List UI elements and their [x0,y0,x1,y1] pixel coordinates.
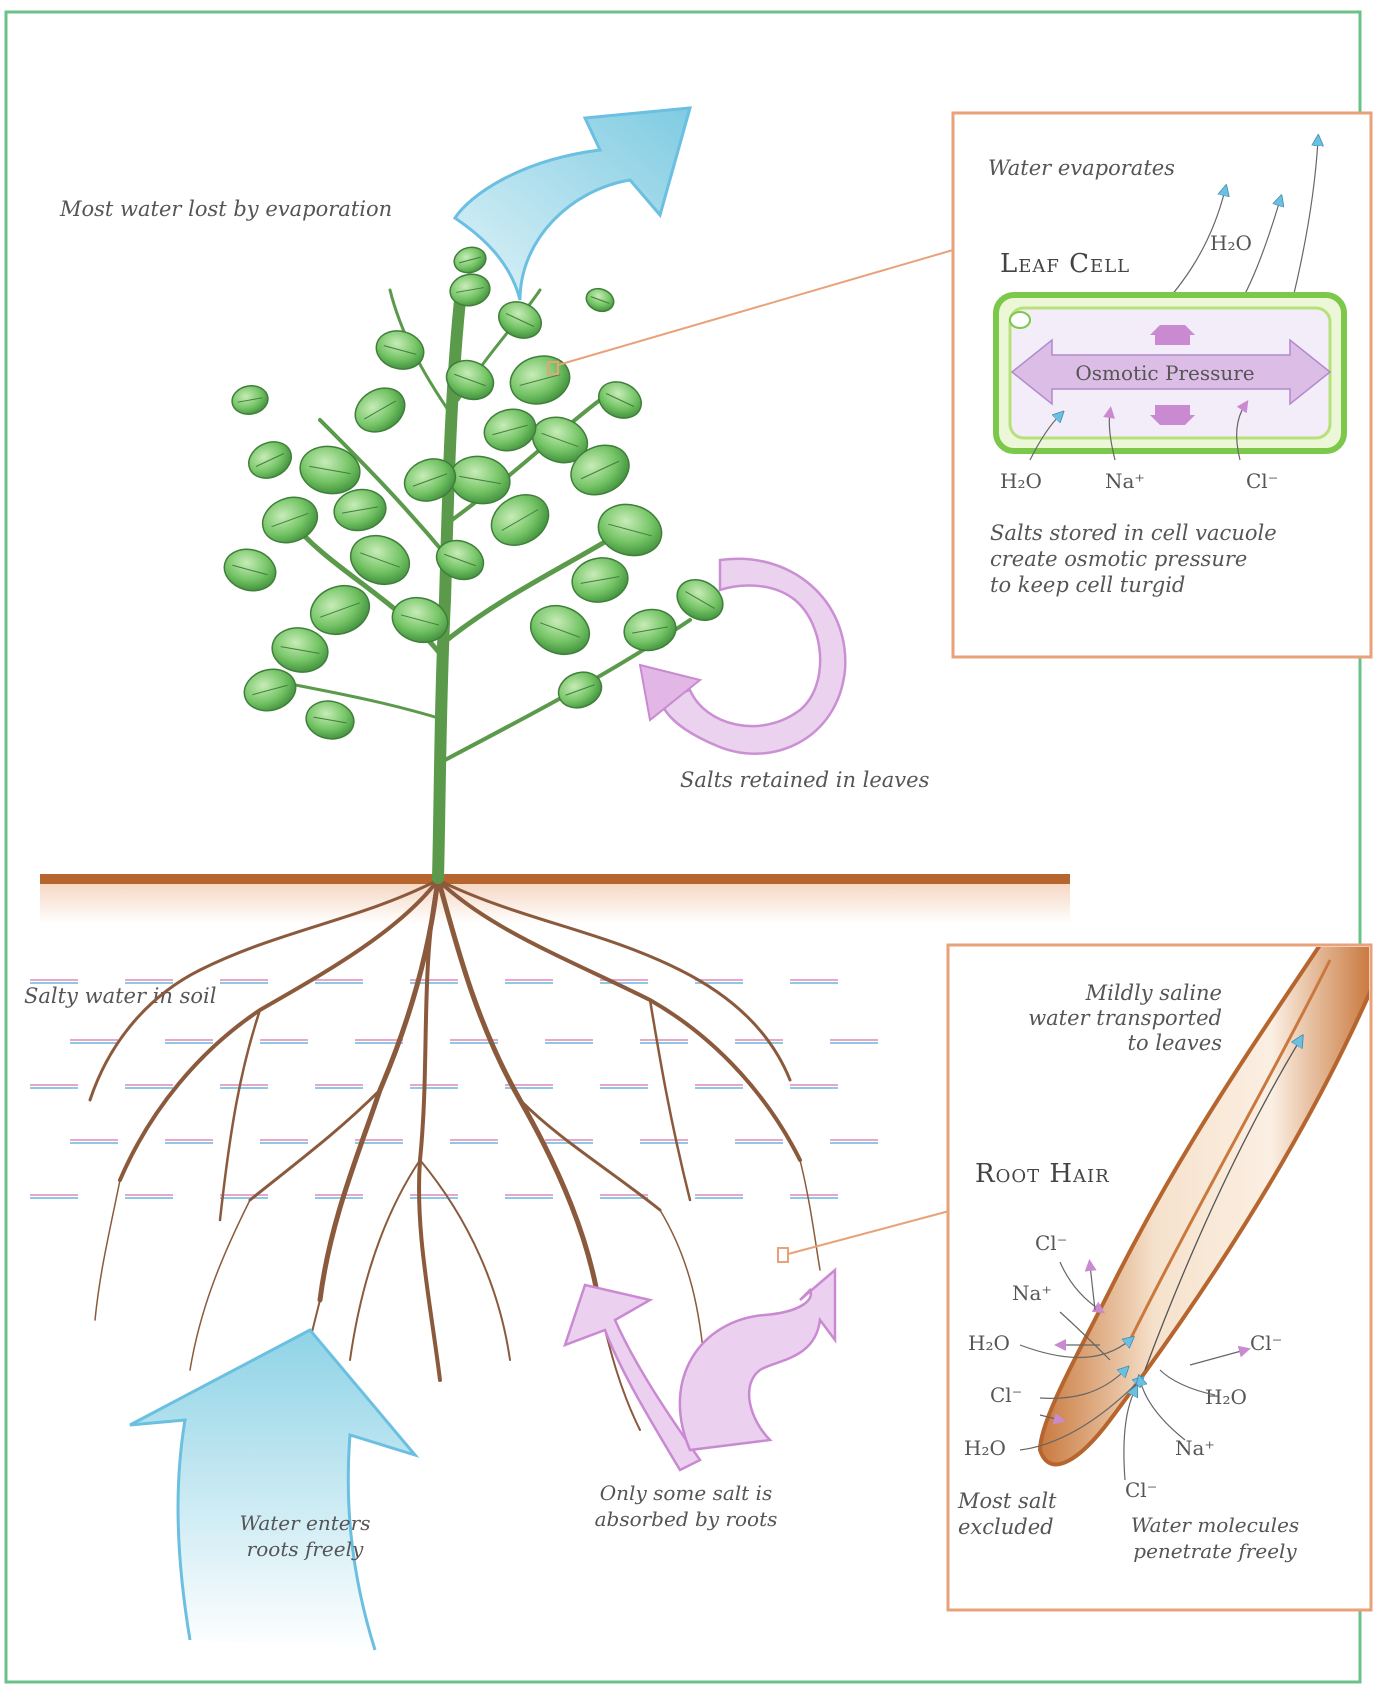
root-ion-left-4: Cl⁻ [990,1383,1022,1407]
soil-band [40,884,1070,924]
leaf-h2o-label: H₂O [1000,469,1042,493]
transported-label-3: to leaves [1128,1031,1223,1055]
salts-retained-label: Salts retained in leaves [680,768,930,792]
root-ion-left-3: H₂O [968,1331,1010,1355]
evaporation-label: Most water lost by evaporation [59,197,392,221]
most-salt-label-2: excluded [958,1515,1054,1539]
some-salt-label-1: Only some salt is [600,1481,772,1505]
root-ion-right-4: Cl⁻ [1125,1478,1157,1502]
root-ion-right-1: Cl⁻ [1250,1331,1282,1355]
root-ion-right-2: H₂O [1205,1385,1247,1409]
salts-retained-arrow [640,559,845,754]
osmotic-pressure-label: Osmotic Pressure [1075,361,1254,385]
leaf-na-label: Na⁺ [1105,469,1145,493]
root-ion-right-3: Na⁺ [1175,1436,1215,1460]
some-salt-label-2: absorbed by roots [595,1507,778,1531]
salt-absorption-arrows [565,1270,835,1470]
cell-organelle [1010,312,1030,328]
root-hair-title: Root Hair [975,1159,1110,1189]
leaf-callout-line [558,250,953,365]
water-molecules-label-2: penetrate freely [1133,1539,1297,1563]
root-ion-left-1: Cl⁻ [1035,1231,1067,1255]
evaporation-arrow [455,108,690,300]
water-evaporates-label: Water evaporates [988,156,1175,180]
leaf-caption-3: to keep cell turgid [990,573,1185,597]
leaf-caption-1: Salts stored in cell vacuole [990,521,1277,545]
leaf-cell-title: Leaf Cell [1000,249,1130,279]
root-callout-line [788,1210,953,1254]
ground-line [40,874,1070,884]
most-salt-label-1: Most salt [957,1489,1057,1513]
leaf-cl-label: Cl⁻ [1246,469,1278,493]
transported-label-1: Mildly saline [1085,981,1222,1005]
water-enters-label-1: Water enters [240,1511,371,1535]
water-enters-label-2: roots freely [247,1537,364,1561]
root-ion-left-2: Na⁺ [1012,1281,1052,1305]
water-enters-arrow [130,1330,415,1650]
root-ion-left-5: H₂O [964,1436,1006,1460]
root-callout-marker [778,1248,788,1262]
salty-water-lines [30,980,878,1198]
water-molecules-label-1: Water molecules [1131,1513,1299,1537]
salty-water-label: Salty water in soil [24,984,216,1008]
leaf-h2o-top-label: H₂O [1210,231,1252,255]
leaf-caption-2: create osmotic pressure [990,547,1247,571]
leaf-cell-panel: Water evaporates H₂O Leaf Cell Osmotic P… [953,113,1371,657]
transported-label-2: water transported [1028,1006,1222,1030]
root-hair-panel: Mildly saline water transported to leave… [948,945,1371,1610]
